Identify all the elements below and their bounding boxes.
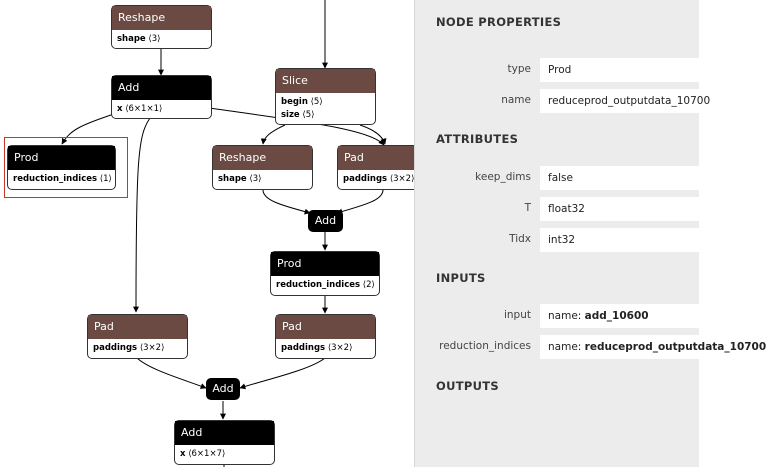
attr-name: x (117, 104, 123, 114)
edge (136, 357, 207, 389)
input-name: add_10600 (584, 310, 649, 322)
edge (61, 111, 121, 145)
attributes-title: ATTRIBUTES (436, 132, 519, 146)
t-label: T (524, 202, 531, 214)
attr-name: paddings (93, 343, 138, 353)
attr-value: ⟨3×2⟩ (389, 174, 415, 184)
node-title: Add (112, 76, 211, 100)
attr-name: size (281, 110, 300, 120)
edge (133, 117, 151, 313)
attr-value: ⟨6×1×1⟩ (125, 104, 163, 114)
node-add-2[interactable]: Add (308, 210, 343, 232)
node-title: Reshape (112, 6, 211, 30)
input-name-prefix: name: (548, 310, 585, 322)
attr-name: reduction_indices (13, 174, 98, 184)
node-add-4[interactable]: Add x ⟨6×1×7⟩ (174, 420, 275, 465)
node-title: Prod (271, 252, 379, 276)
attr-value: ⟨6×1×7⟩ (188, 449, 226, 459)
node-slice[interactable]: Slice begin ⟨5⟩ size ⟨5⟩ (275, 68, 376, 125)
keep-dims-value[interactable]: false (540, 166, 710, 190)
input-label: input (503, 309, 531, 321)
node-prod-2[interactable]: Prod reduction_indices ⟨2⟩ (270, 251, 380, 296)
type-label: type (507, 63, 531, 75)
inputs-title: INPUTS (436, 271, 486, 285)
attr-name: paddings (281, 343, 326, 353)
node-prod-selected[interactable]: Prod reduction_indices ⟨1⟩ (7, 145, 116, 190)
keep-dims-label: keep_dims (475, 171, 531, 183)
attr-name: x (180, 449, 186, 459)
edge (260, 124, 286, 145)
outputs-title: OUTPUTS (436, 379, 499, 393)
attr-name: begin (281, 97, 308, 107)
node-title: Add (175, 421, 274, 445)
attr-value: ⟨3×2⟩ (327, 343, 353, 353)
attr-value: ⟨3⟩ (249, 174, 262, 184)
input-value[interactable]: name: add_10600 (540, 304, 710, 328)
node-title: Pad (88, 315, 187, 339)
ri-name-prefix: name: (548, 341, 585, 353)
type-value[interactable]: Prod (540, 58, 710, 82)
reduction-indices-value[interactable]: name: reduceprod_outputdata_10700 (540, 335, 766, 359)
attr-value: ⟨3×2⟩ (139, 343, 165, 353)
tidx-label: Tidx (509, 233, 531, 245)
name-value[interactable]: reduceprod_outputdata_10700 (540, 89, 710, 113)
attr-name: paddings (343, 174, 388, 184)
name-label: name (501, 94, 531, 106)
attr-value: ⟨1⟩ (99, 174, 112, 184)
t-value[interactable]: float32 (540, 197, 710, 221)
node-properties-title: NODE PROPERTIES (436, 15, 562, 29)
edge (359, 124, 387, 145)
edge (239, 357, 326, 390)
attr-value: ⟨3⟩ (148, 34, 161, 44)
attr-name: shape (117, 34, 146, 44)
node-title: Pad (276, 315, 375, 339)
attr-value: ⟨2⟩ (362, 280, 375, 290)
properties-sidebar: NODE PROPERTIES type Prod name reducepro… (414, 0, 766, 467)
edge (336, 189, 384, 215)
attr-value: ⟨5⟩ (302, 110, 315, 120)
reduction-indices-label: reduction_indices (439, 340, 531, 352)
node-title: Prod (8, 146, 115, 170)
attr-value: ⟨5⟩ (310, 97, 323, 107)
node-title: Slice (276, 69, 375, 93)
node-title: Reshape (213, 146, 312, 170)
ri-name: reduceprod_outputdata_10700 (584, 341, 766, 353)
node-title: Pad (338, 146, 426, 170)
node-pad-3[interactable]: Pad paddings ⟨3×2⟩ (275, 314, 376, 359)
node-pad-2[interactable]: Pad paddings ⟨3×2⟩ (87, 314, 188, 359)
edge (262, 189, 311, 215)
tidx-value[interactable]: int32 (540, 228, 710, 252)
node-add-1[interactable]: Add x ⟨6×1×1⟩ (111, 75, 212, 119)
attr-name: reduction_indices (276, 280, 361, 290)
node-pad-1[interactable]: Pad paddings ⟨3×2⟩ (337, 145, 427, 190)
selected-node-highlight (4, 137, 128, 198)
node-reshape-1[interactable]: Reshape shape ⟨3⟩ (111, 5, 212, 49)
node-add-3[interactable]: Add (206, 378, 240, 400)
attr-name: shape (218, 174, 247, 184)
graph-canvas[interactable]: Reshape shape ⟨3⟩ Add x ⟨6×1×1⟩ Slice be… (0, 0, 427, 467)
node-reshape-2[interactable]: Reshape shape ⟨3⟩ (212, 145, 313, 190)
